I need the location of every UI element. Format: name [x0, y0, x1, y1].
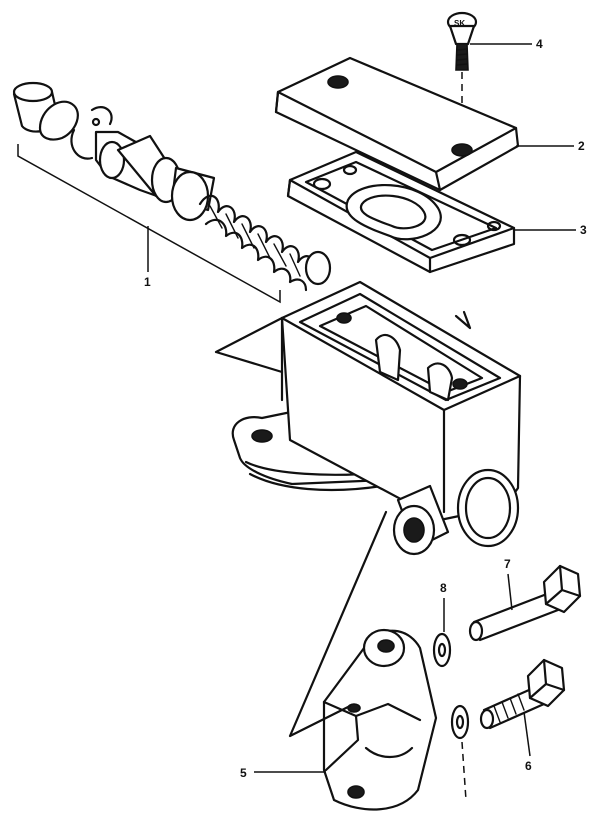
bolt-part-6 [479, 658, 566, 730]
diaphragm-gasket-part-3 [286, 150, 516, 274]
washers-part-8 [432, 632, 470, 740]
part-1-bracket [17, 144, 281, 304]
leader-6 [523, 711, 531, 757]
piston-kit-part-1 [12, 81, 332, 292]
reservoir-cover-part-2 [274, 56, 520, 192]
callout-2: 2 [578, 139, 585, 153]
leader-7 [507, 573, 513, 611]
callout-7: 7 [504, 557, 511, 571]
washer-axis-line [461, 741, 467, 801]
master-cylinder-body [214, 280, 522, 556]
callout-3: 3 [580, 223, 587, 237]
clamp-projection-lines [288, 510, 388, 738]
callout-8: 8 [440, 581, 447, 595]
callout-1: 1 [144, 275, 151, 289]
screw-part-4: SK [446, 11, 478, 71]
callout-5: 5 [240, 766, 247, 780]
clamp-part-5 [322, 628, 438, 811]
callout-6: 6 [525, 759, 532, 773]
callout-4: 4 [536, 37, 543, 51]
screw-head-marking: SK [454, 19, 465, 28]
bolt-part-7 [468, 564, 582, 642]
